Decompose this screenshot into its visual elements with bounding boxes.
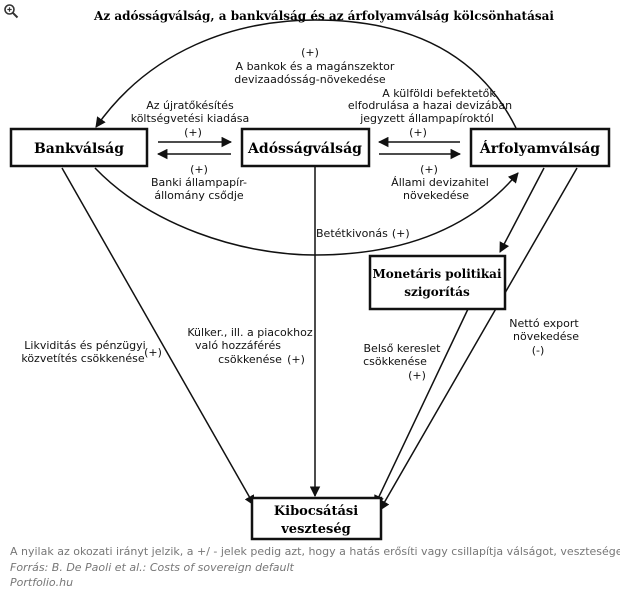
fx-to-debt-label-1: A külföldi befektetők: [382, 87, 496, 100]
arrow-bank-to-output: [61, 167, 255, 506]
footer-source: Forrás: B. De Paoli et al.: Costs of sov…: [10, 561, 294, 574]
fx-to-debt-label-2: elfodrulása a hazai devizában: [348, 99, 512, 112]
node-output-label-1: Kibocsátási: [274, 504, 358, 519]
node-monetary-label-1: Monetáris politikai: [372, 267, 501, 281]
diagram-title: Az adósságválság, a bankválság és az árf…: [93, 9, 554, 23]
debt-to-bank-sign: (+): [190, 163, 208, 176]
node-debt: Adósságválság: [240, 127, 371, 168]
debt-to-bank-label-1: Banki állampapír-: [151, 176, 247, 189]
node-output-label-2: veszteség: [280, 522, 350, 537]
bank-to-debt-label-2: költségvetési kiadása: [131, 112, 250, 125]
node-output: Kibocsátási veszteség: [250, 496, 383, 541]
top-arc-label-1: A bankok és a magánszektor: [236, 60, 395, 73]
debt-to-fx-sign: (+): [420, 163, 438, 176]
arrow-fx-to-monetary: [499, 167, 545, 253]
fx-to-debt-sign: (+): [409, 126, 427, 139]
arrow-fx-to-output: [379, 167, 578, 511]
arrow-top-arc: [95, 19, 517, 129]
arrow-monetary-to-output: [374, 308, 469, 506]
bank-to-output-sign: (+): [144, 346, 162, 359]
deposit-label: Betétkivonás(+): [316, 227, 410, 240]
fx-to-output-label-1: Nettó export: [509, 317, 579, 330]
fx-to-debt-label-3: jegyzett állampapíroktól: [359, 112, 494, 125]
debt-to-bank-label-2: állomány csődje: [154, 189, 244, 202]
debt-to-output-label-1: Külker., ill. a piacokhoz: [187, 326, 312, 339]
top-arc-label-2: devizaadósság-növekedése: [234, 73, 386, 86]
debt-to-output-sign: (+): [287, 353, 305, 366]
node-fx: Árfolyamválság: [469, 127, 611, 168]
node-bank: Bankválság: [9, 127, 149, 168]
node-monetary-label-2: szigorítás: [404, 285, 470, 299]
node-monetary: Monetáris politikai szigorítás: [368, 254, 507, 311]
fx-to-output-sign: (-): [532, 344, 545, 357]
debt-to-fx-label-2: növekedése: [403, 189, 469, 202]
fx-to-output-label-2: növekedése: [513, 330, 579, 343]
footer-note: A nyilak az okozati irányt jelzik, a +/ …: [10, 545, 620, 558]
debt-to-output-label-3: csökkenése: [218, 353, 282, 366]
bank-to-output-label-2: közvetítés csökkenése: [21, 352, 145, 365]
monetary-to-output-label-2: csökkenése: [363, 355, 427, 368]
node-debt-label: Adósságválság: [247, 141, 362, 157]
top-arc-sign: (+): [301, 46, 319, 59]
bank-to-debt-sign: (+): [184, 126, 202, 139]
bank-to-output-label-1: Likviditás és pénzügyi: [24, 339, 145, 352]
node-fx-label: Árfolyamválság: [479, 139, 600, 157]
debt-to-fx-label-1: Állami devizahitel: [391, 176, 489, 189]
zoom-in-icon[interactable]: [3, 3, 19, 19]
monetary-to-output-sign: (+): [408, 369, 426, 382]
bank-to-debt-label-1: Az újratőkésítés: [146, 99, 234, 112]
monetary-to-output-label-1: Belső kereslet: [364, 342, 442, 355]
node-bank-label: Bankválság: [34, 141, 124, 157]
debt-to-output-label-2: való hozzáférés: [195, 339, 281, 352]
footer-site: Portfolio.hu: [10, 576, 74, 589]
